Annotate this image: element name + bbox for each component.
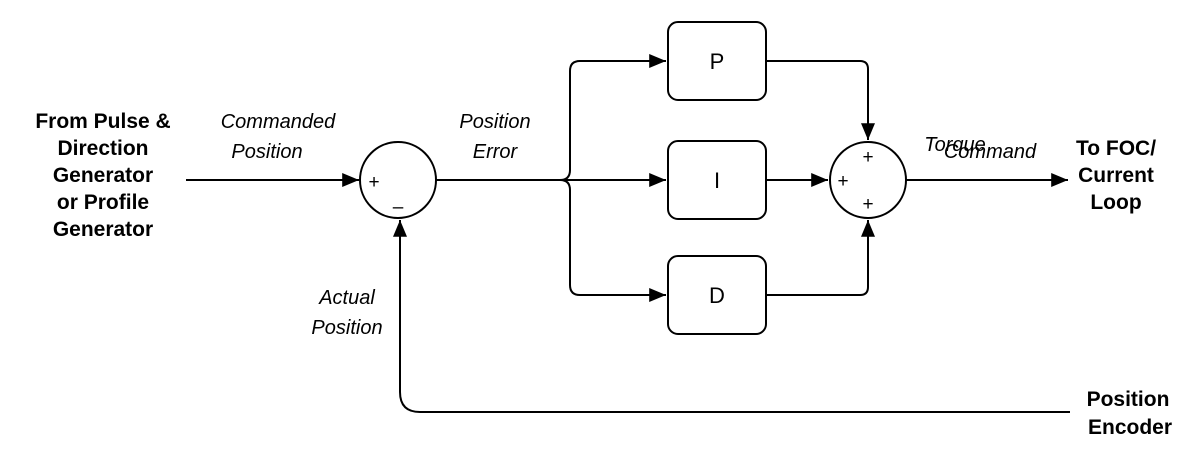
output-target-line-1: To FOC/ bbox=[1076, 137, 1156, 160]
error-junction-plus: + bbox=[368, 172, 379, 193]
feedback-wire bbox=[393, 220, 1070, 413]
feedback-source-line-1: Position bbox=[1087, 388, 1170, 411]
i-block: I bbox=[667, 140, 767, 220]
p-block-label: P bbox=[710, 49, 725, 74]
actual-position-line-1: Actual bbox=[318, 287, 375, 309]
torque-command-line-2: Command bbox=[944, 141, 1037, 163]
input-source-line-4: or Profile bbox=[57, 191, 149, 214]
error-junction-minus: – bbox=[393, 197, 404, 218]
input-source-line-3: Generator bbox=[53, 164, 153, 187]
d-to-sum-wire bbox=[766, 220, 875, 296]
sum-junction-plus-bottom: + bbox=[862, 194, 873, 215]
commanded-position-label: Commanded Position bbox=[221, 111, 336, 163]
commanded-position-line-1: Commanded bbox=[221, 111, 336, 133]
input-source-line-1: From Pulse & bbox=[35, 110, 170, 133]
i-block-label: I bbox=[714, 168, 720, 193]
input-source-line-2: Direction bbox=[57, 137, 148, 160]
feedback-source-label: Position Encoder bbox=[1087, 388, 1172, 439]
output-target-line-2: Current bbox=[1078, 164, 1154, 187]
torque-command-line-1: Torque bbox=[924, 134, 986, 156]
d-block-label: D bbox=[709, 283, 725, 308]
p-to-sum-wire bbox=[766, 60, 875, 140]
commanded-position-line-2: Position bbox=[231, 141, 302, 163]
sum-junction-plus-left: + bbox=[837, 171, 848, 192]
input-source-label: From Pulse & Direction Generator or Prof… bbox=[35, 110, 170, 241]
position-error-line-2: Error bbox=[473, 141, 519, 163]
d-block: D bbox=[667, 255, 767, 335]
sum-junction: + + + bbox=[829, 141, 907, 219]
torque-command-label: Torque Command bbox=[924, 134, 1037, 163]
position-error-label: Position Error bbox=[459, 111, 530, 163]
position-error-line-1: Position bbox=[459, 111, 530, 133]
error-junction: + – bbox=[359, 141, 437, 219]
error-to-d-wire bbox=[559, 179, 666, 302]
output-target-label: To FOC/ Current Loop bbox=[1076, 137, 1156, 214]
output-target-line-3: Loop bbox=[1090, 191, 1141, 214]
actual-position-line-2: Position bbox=[311, 317, 382, 339]
sum-junction-plus-top: + bbox=[862, 147, 873, 168]
p-block: P bbox=[667, 21, 767, 101]
feedback-source-line-2: Encoder bbox=[1088, 416, 1172, 439]
input-source-line-5: Generator bbox=[53, 218, 153, 241]
actual-position-label: Actual Position bbox=[311, 287, 382, 339]
